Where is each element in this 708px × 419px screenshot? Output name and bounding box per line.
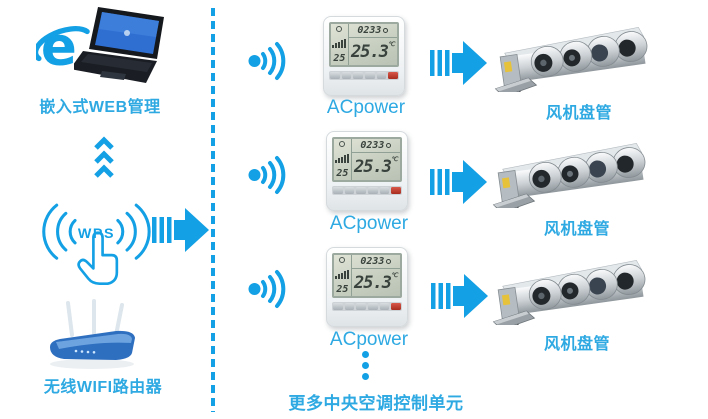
laptop-icon (74, 7, 164, 83)
controller-label: ACpower (329, 213, 409, 234)
arrow-right-icon (430, 160, 487, 204)
lcd-temperature: 25.3℃ (354, 272, 398, 293)
hand-pointer-icon (77, 231, 119, 286)
router-label: 无线WIFI路由器 (43, 379, 163, 396)
lcd-right-panel: 0233 25.3℃ (351, 139, 400, 180)
sun-icon (336, 26, 343, 32)
arrow-right-icon (430, 41, 487, 85)
wps-signal-icon: WPS (42, 203, 151, 286)
lcd-clock: 0233 (351, 139, 400, 153)
sun-icon (339, 141, 346, 147)
thermostat-lcd: 25 0233 25.3℃ (332, 253, 402, 298)
signal-bars-icon (332, 38, 347, 48)
thermostat-device: 25 0233 25.3℃ (326, 247, 408, 327)
fan-coil-label: 风机盘管 (543, 221, 610, 238)
lcd-setpoint: 25 (336, 284, 349, 295)
signal-bars-icon (335, 153, 350, 163)
degree-dot-icon (386, 259, 392, 264)
lcd-left-panel: 25 (331, 24, 349, 65)
lcd-setpoint: 25 (336, 168, 349, 179)
controller-label: ACpower (329, 329, 409, 350)
lcd-temperature: 25.3℃ (354, 156, 398, 177)
fan-coil-unit (492, 142, 646, 208)
thermostat-buttons (329, 71, 399, 80)
thermostat-lcd: 25 0233 25.3℃ (329, 22, 399, 67)
wifi-router-icon (50, 299, 135, 369)
fan-coil-label: 风机盘管 (543, 336, 610, 353)
lcd-setpoint: 25 (333, 53, 346, 64)
internet-explorer-icon: e (36, 16, 90, 74)
thermostat-buttons (332, 186, 402, 195)
fan-coil-unit (492, 259, 646, 325)
lcd-left-panel: 25 (334, 255, 352, 296)
degree-dot-icon (386, 143, 392, 148)
signal-bars-icon (335, 269, 350, 279)
wifi-signal-icon (248, 156, 286, 194)
degree-dot-icon (383, 28, 389, 33)
wifi-signal-icon (248, 270, 286, 308)
dashed-divider (211, 8, 215, 412)
lcd-clock: 0233 (348, 24, 397, 38)
lcd-left-panel: 25 (334, 139, 352, 180)
thermostat-buttons (332, 302, 402, 311)
thermostat-device: 25 0233 25.3℃ (323, 16, 405, 96)
controller-label: ACpower (326, 97, 406, 118)
arrow-right-icon (152, 208, 209, 252)
thermostat-lcd: 25 0233 25.3℃ (332, 137, 402, 182)
thermostat-device: 25 0233 25.3℃ (326, 131, 408, 211)
arrow-right-icon (431, 274, 488, 318)
web-management-label: 嵌入式WEB管理 (39, 99, 161, 116)
lcd-clock: 0233 (351, 255, 400, 269)
fan-coil-label: 风机盘管 (545, 105, 612, 122)
more-units-label: 更多中央空调控制单元 (288, 394, 464, 413)
sun-icon (339, 257, 346, 263)
wifi-signal-icon (248, 42, 286, 80)
power-button (388, 72, 399, 79)
fan-coil-unit (494, 26, 648, 92)
svg-text:e: e (41, 16, 77, 74)
power-button (391, 187, 402, 194)
ellipsis-vertical-icon (362, 351, 369, 380)
power-button (391, 303, 402, 310)
chevron-up-icon (94, 136, 114, 178)
lcd-right-panel: 0233 25.3℃ (348, 24, 397, 65)
lcd-temperature: 25.3℃ (351, 41, 395, 62)
lcd-right-panel: 0233 25.3℃ (351, 255, 400, 296)
